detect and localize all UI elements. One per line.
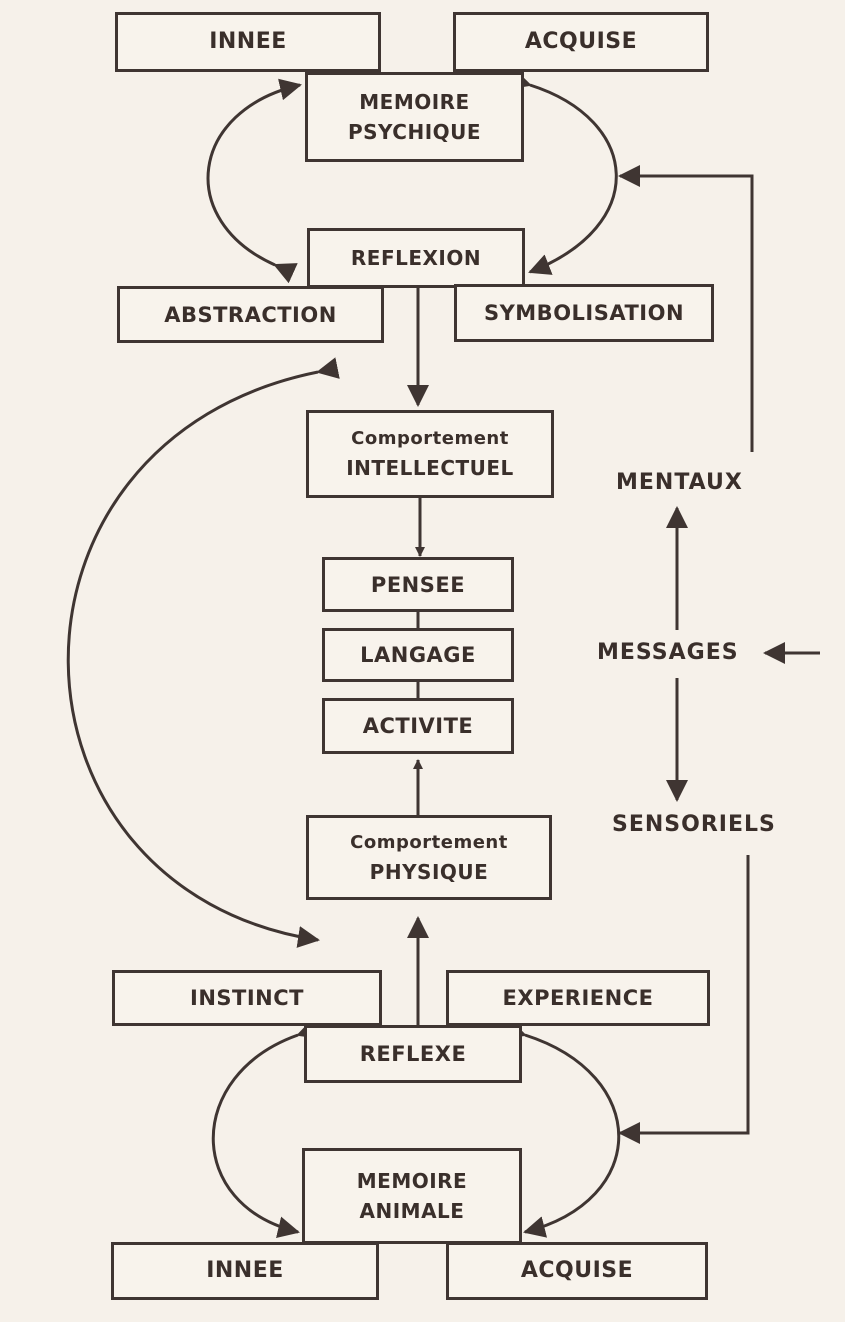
box-comportement-physique: Comportement PHYSIQUE <box>306 815 552 900</box>
box-langage: LANGAGE <box>322 628 514 682</box>
box-reflexion: REFLEXION <box>307 228 525 288</box>
box-abstraction: ABSTRACTION <box>117 286 384 343</box>
label-innee-top: INNEE <box>209 29 287 54</box>
box-reflexe: REFLEXE <box>304 1025 522 1083</box>
label-activite: ACTIVITE <box>362 714 474 738</box>
label-mentaux: MENTAUX <box>616 470 743 495</box>
box-experience: EXPERIENCE <box>446 970 710 1026</box>
label-reflexion: REFLEXION <box>350 246 482 270</box>
label-experience: EXPERIENCE <box>502 986 654 1010</box>
box-symbolisation: SYMBOLISATION <box>454 284 714 342</box>
label-abstraction: ABSTRACTION <box>164 302 337 327</box>
arc-bottom-right <box>502 1018 621 1238</box>
box-acquise-bottom: ACQUISE <box>446 1242 708 1300</box>
box-memoire-psychique: MEMOIRE PSYCHIQUE <box>305 72 524 162</box>
arc-top-left <box>206 78 302 284</box>
box-instinct: INSTINCT <box>112 970 382 1026</box>
label-reflexe: REFLEXE <box>359 1042 467 1066</box>
box-innee-top: INNEE <box>115 12 381 72</box>
arc-top-right <box>507 68 618 275</box>
label-comportement-intellectuel-2: INTELLECTUEL <box>346 456 514 480</box>
box-innee-bottom: INNEE <box>111 1242 379 1300</box>
label-acquise-bottom: ACQUISE <box>520 1258 634 1283</box>
label-acquise-top: ACQUISE <box>524 29 638 54</box>
line-mentaux-to-top <box>618 165 754 452</box>
label-symbolisation: SYMBOLISATION <box>483 301 685 325</box>
label-comportement-physique-1: Comportement <box>350 831 508 853</box>
box-memoire-animale: MEMOIRE ANIMALE <box>302 1148 522 1244</box>
box-activite: ACTIVITE <box>322 698 514 754</box>
arc-bottom-left <box>211 1017 321 1239</box>
box-acquise-top: ACQUISE <box>453 12 709 72</box>
label-instinct: INSTINCT <box>190 986 304 1010</box>
box-comportement-intellectuel: Comportement INTELLECTUEL <box>306 410 554 498</box>
label-memoire-psychique-2: PSYCHIQUE <box>347 120 482 144</box>
label-pensee: PENSEE <box>370 572 466 597</box>
line-sensoriels-to-bottom <box>618 855 750 1144</box>
box-pensee: PENSEE <box>322 557 514 612</box>
label-langage: LANGAGE <box>360 643 476 667</box>
label-messages: MESSAGES <box>597 640 739 665</box>
label-comportement-physique-2: PHYSIQUE <box>369 859 489 884</box>
label-memoire-psychique-1: MEMOIRE <box>359 90 470 114</box>
arc-left-long <box>66 357 340 948</box>
label-memoire-animale-1: MEMOIRE <box>356 1169 468 1193</box>
label-innee-bottom: INNEE <box>206 1258 284 1283</box>
label-memoire-animale-2: ANIMALE <box>359 1199 465 1223</box>
label-sensoriels: SENSORIELS <box>612 812 776 837</box>
label-comportement-intellectuel-1: Comportement <box>351 428 509 449</box>
